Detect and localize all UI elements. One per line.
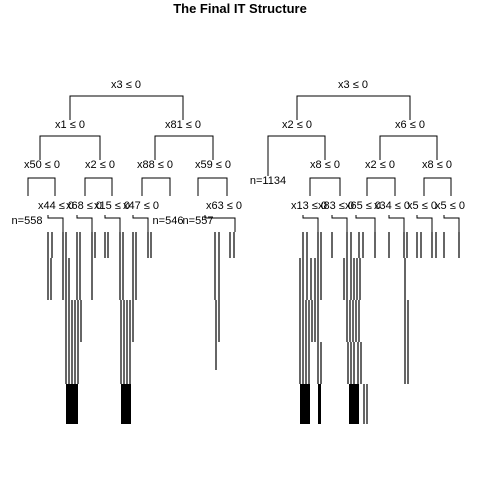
edge-x8-b bbox=[423, 177, 452, 196]
edge-x81 bbox=[154, 135, 214, 160]
edge-x1 bbox=[39, 135, 101, 160]
split-label-x5-a: x5 ≤ 0 bbox=[407, 200, 437, 212]
deep-leaves-left bbox=[66, 384, 131, 424]
leaf-label-n558: n=558 bbox=[12, 215, 43, 227]
page-title: The Final IT Structure bbox=[173, 1, 307, 16]
edge-x2-b bbox=[366, 177, 396, 196]
leaf-label-n546: n=546 bbox=[153, 215, 184, 227]
leaf-label-n1134: n=1134 bbox=[250, 175, 286, 187]
split-label-x83: x83 ≤ 0 bbox=[318, 200, 354, 212]
split-label-root-right: x3 ≤ 0 bbox=[338, 79, 368, 91]
edge-x59 bbox=[197, 177, 228, 196]
split-label-x8-a: x8 ≤ 0 bbox=[310, 159, 340, 171]
split-label-x47: x47 ≤ 0 bbox=[123, 200, 159, 212]
edge-x13 bbox=[302, 215, 319, 232]
edge-x68 bbox=[76, 215, 93, 232]
edge-x63 bbox=[204, 215, 236, 232]
split-label-x1: x1 ≤ 0 bbox=[55, 119, 85, 131]
split-label-x8-b: x8 ≤ 0 bbox=[422, 159, 452, 171]
edge-x6 bbox=[379, 135, 438, 160]
split-label-x6: x6 ≤ 0 bbox=[395, 119, 425, 131]
split-label-x2-right: x2 ≤ 0 bbox=[282, 119, 312, 131]
split-label-x68: x68 ≤ 0 bbox=[66, 200, 102, 212]
split-label-root-left: x3 ≤ 0 bbox=[111, 79, 141, 91]
edge-root-right bbox=[296, 95, 411, 120]
split-label-x5-b: x5 ≤ 0 bbox=[435, 200, 465, 212]
edge-x65 bbox=[355, 215, 376, 232]
split-label-x59: x59 ≤ 0 bbox=[195, 159, 231, 171]
edge-x50 bbox=[27, 177, 56, 196]
deep-leaves-right bbox=[300, 384, 368, 424]
edge-x44 bbox=[47, 215, 64, 232]
edge-x5b bbox=[443, 215, 460, 232]
deep-branches-right bbox=[299, 232, 460, 384]
split-label-x81: x81 ≤ 0 bbox=[165, 119, 201, 131]
edge-x15 bbox=[104, 215, 121, 232]
split-label-x34: x34 ≤ 0 bbox=[374, 200, 410, 212]
split-label-x2-left: x2 ≤ 0 bbox=[85, 159, 115, 171]
leaf-label-n557: n=557 bbox=[183, 215, 214, 227]
split-label-x63: x63 ≤ 0 bbox=[206, 200, 242, 212]
deep-branches-left bbox=[47, 232, 235, 384]
split-label-x15: x15 ≤ 0 bbox=[94, 200, 130, 212]
edge-x8-a bbox=[309, 177, 341, 196]
split-label-x44: x44 ≤ 0 bbox=[38, 200, 74, 212]
edge-x83 bbox=[331, 215, 348, 232]
edge-root-left bbox=[69, 95, 184, 120]
split-label-x13: x13 ≤ 0 bbox=[291, 200, 327, 212]
split-label-x88: x88 ≤ 0 bbox=[137, 159, 173, 171]
edge-x2-left bbox=[84, 177, 113, 196]
edge-x2-right bbox=[267, 135, 326, 176]
edge-x5a bbox=[416, 215, 433, 232]
edge-x88 bbox=[141, 177, 171, 196]
edge-x34 bbox=[388, 215, 405, 232]
split-label-x2-b: x2 ≤ 0 bbox=[365, 159, 395, 171]
edge-x47 bbox=[132, 215, 149, 232]
split-label-x65: x65 ≤ 0 bbox=[345, 200, 381, 212]
split-label-x50: x50 ≤ 0 bbox=[24, 159, 60, 171]
